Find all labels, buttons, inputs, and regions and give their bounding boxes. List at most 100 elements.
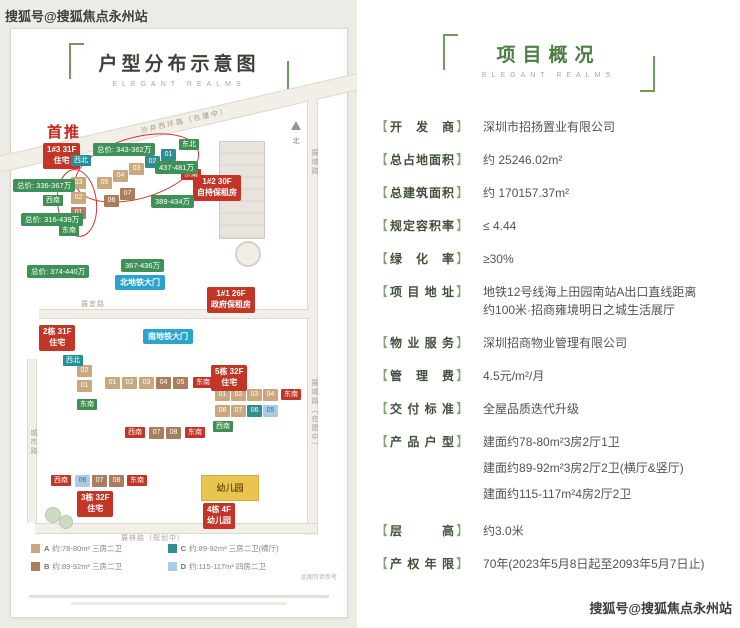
- row-value: 建面约78-80m²3房2厅1卫 建面约89-92m²3房2厅2卫(横厅&竖厅)…: [483, 435, 684, 501]
- legend-key: D: [180, 562, 187, 571]
- bracket-open: 【: [375, 185, 389, 200]
- row-value: 约 170157.37m²: [483, 186, 570, 200]
- bracket-close: 】: [456, 335, 470, 350]
- row-value: 约3.0米: [483, 524, 524, 538]
- direction-tag: 东南: [281, 389, 301, 400]
- disclaimer-line: [71, 602, 287, 605]
- info-row-land-area: 【总占地面积】 约 25246.02m²: [375, 151, 730, 169]
- first-push-tag: 首推: [47, 124, 82, 141]
- unit-box: 03: [129, 163, 144, 175]
- watermark-top: 搜狐号@搜狐焦点永州站: [5, 9, 148, 24]
- bracket-close: 】: [456, 523, 470, 538]
- unit-box: 06: [247, 405, 262, 417]
- row-label: 产权年限: [390, 557, 455, 571]
- unit-box: 01: [215, 389, 230, 401]
- info-row-tenure: 【产权年限】 70年(2023年5月8日起至2093年5月7日止): [375, 555, 730, 573]
- unit-box: 04: [113, 170, 128, 182]
- row-value: 约 25246.02m²: [483, 153, 563, 167]
- row-value: 4.5元/m²/月: [483, 369, 545, 383]
- corner-bracket-left: [69, 43, 84, 79]
- unit-box: 08: [166, 427, 181, 439]
- overview-rows: 【开 发 商】 深圳市招扬置业有限公司 【总占地面积】 约 25246.02m²…: [375, 118, 730, 588]
- info-row-plot-ratio: 【规定容积率】 ≤ 4.44: [375, 217, 730, 235]
- legend: A 约:78-80m² 三房二卫 C 约:89-92m² 三房二卫(横厅) B …: [31, 543, 331, 572]
- legend-key: A: [44, 544, 50, 553]
- unit-box: 02: [231, 389, 246, 401]
- bracket-open: 【: [375, 119, 389, 134]
- row-label: 物业服务: [390, 336, 455, 350]
- unit-box: 04: [156, 377, 171, 389]
- bracket-open: 【: [375, 152, 389, 167]
- unit-box: 06: [75, 475, 90, 487]
- map-note: 此图仅供参考: [300, 575, 337, 581]
- direction-tag: 西南: [43, 195, 63, 206]
- row-label: 绿 化 率: [390, 252, 455, 266]
- direction-tag: 东南: [185, 427, 205, 438]
- road-label-middle: 展宜路: [81, 301, 105, 308]
- floorplan-title: 户型分布示意图: [98, 54, 260, 75]
- row-label: 层 高: [390, 524, 455, 538]
- overview-card: 项目概况 ELEGANT REALMS 【开 发 商】 深圳市招扬置业有限公司 …: [357, 0, 740, 628]
- road-label-right-lower: 展城路（在建中）: [311, 379, 318, 451]
- price-tag: 总价: 374-440万: [27, 265, 90, 278]
- bracket-open: 【: [375, 556, 389, 571]
- legend-text: 约:78-80m² 三房二卫: [52, 544, 123, 553]
- building-label: 1#2 30F 自持保租房: [193, 175, 241, 201]
- info-row-greening-rate: 【绿 化 率】 ≥30%: [375, 250, 730, 268]
- direction-tag: 东南: [77, 399, 97, 410]
- row-label: 开 发 商: [390, 120, 455, 134]
- unit-box: 07: [120, 188, 135, 200]
- legend-swatch: [31, 562, 40, 571]
- legend-key: C: [180, 544, 187, 553]
- row-label: 管 理 费: [390, 369, 455, 383]
- unit-box: 03: [139, 377, 154, 389]
- info-row-product-types: 【产品户型】 建面约78-80m²3房2厅1卫 建面约89-92m²3房2厅2卫…: [375, 433, 730, 507]
- row-label: 交付标准: [390, 402, 455, 416]
- unit-box: 04: [263, 389, 278, 401]
- bracket-close: 】: [456, 434, 470, 449]
- direction-tag: 东南: [127, 475, 147, 486]
- price-tag: 367-436万: [121, 259, 165, 272]
- legend-item: D 约:115-117m² 四房二卫: [167, 561, 331, 572]
- direction-tag: 西南: [213, 421, 233, 432]
- kindergarten-area: 幼儿园: [201, 475, 259, 501]
- info-row-developer: 【开 发 商】 深圳市招扬置业有限公司: [375, 118, 730, 136]
- road-middle: [39, 309, 309, 319]
- road-label-bottom: 展林路（规划中）: [121, 535, 185, 542]
- direction-tag: 西南: [51, 475, 71, 486]
- legend-item: B 约:89-92m² 三房二卫: [31, 561, 162, 572]
- info-row-floor-height: 【层 高】 约3.0米: [375, 522, 730, 540]
- bracket-close: 】: [456, 401, 470, 416]
- overview-header: 项目概况 ELEGANT REALMS: [442, 34, 655, 92]
- legend-text: 约:89-92m² 三房二卫: [52, 562, 123, 571]
- road-left: [27, 359, 37, 523]
- unit-box: 07: [231, 405, 246, 417]
- legend-swatch: [167, 562, 177, 571]
- info-row-building-area: 【总建筑面积】 约 170157.37m²: [375, 184, 730, 202]
- unit-box: 01: [161, 149, 176, 161]
- bracket-open: 【: [375, 368, 389, 383]
- unit-box: 07: [92, 475, 107, 487]
- row-value: ≤ 4.44: [483, 219, 517, 233]
- row-value: 深圳市招扬置业有限公司: [483, 120, 616, 134]
- road-label-right-upper: 展城路: [311, 149, 318, 176]
- floorplan-header: 户型分布示意图 ELEGANT REALMS: [69, 43, 289, 97]
- unit-box: 02: [122, 377, 137, 389]
- row-value: ≥30%: [483, 252, 514, 266]
- price-tag: 总价: 336-367万: [13, 179, 76, 192]
- unit-box: 08: [215, 405, 230, 417]
- direction-tag: 西北: [71, 155, 91, 166]
- direction-tag: 东北: [179, 139, 199, 150]
- bracket-open: 【: [375, 401, 389, 416]
- bracket-close: 】: [456, 251, 470, 266]
- bracket-close: 】: [456, 284, 470, 299]
- price-tag: 437-481万: [155, 161, 199, 174]
- unit-box: 03: [247, 389, 262, 401]
- row-label: 项目地址: [390, 285, 455, 299]
- unit-box: 05: [97, 177, 112, 189]
- row-label: 规定容积率: [390, 219, 455, 233]
- bracket-open: 【: [375, 218, 389, 233]
- row-label: 产品户型: [390, 435, 455, 449]
- bracket-open: 【: [375, 251, 389, 266]
- info-row-management-fee: 【管 理 费】 4.5元/m²/月: [375, 367, 730, 385]
